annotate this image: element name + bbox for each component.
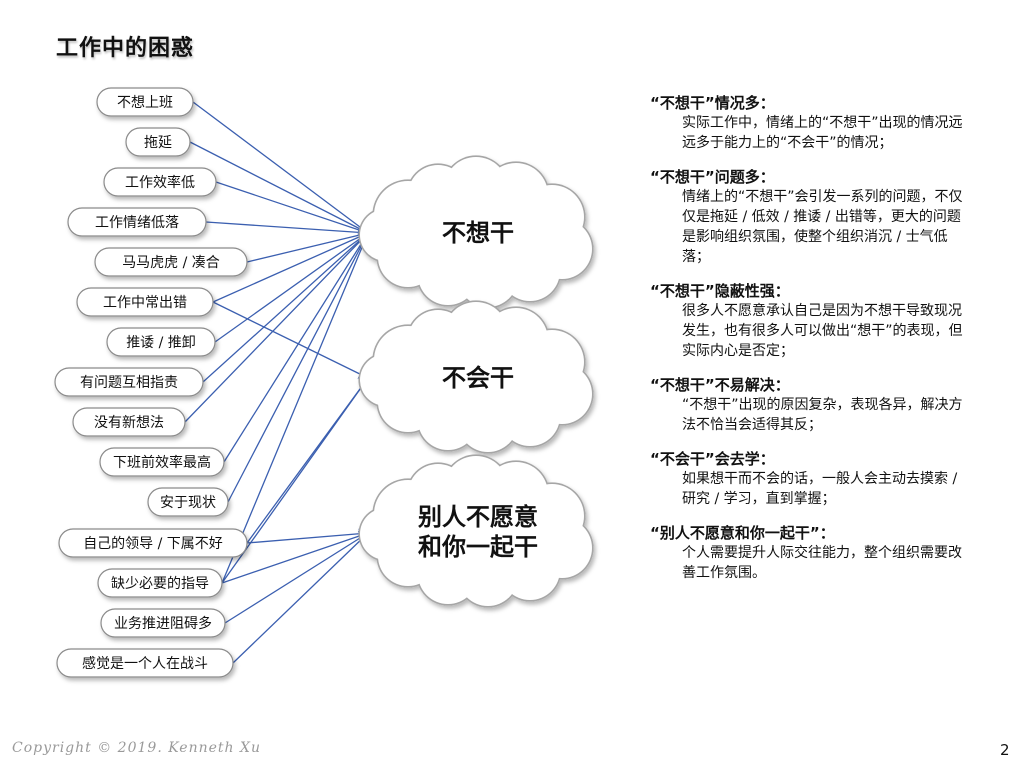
note-item: “不会干”会去学： 如果想干而不会的话，一般人会主动去摸索 / 研究 / 学习，…	[650, 449, 980, 509]
symptom-pill: 推诿 / 推卸	[106, 327, 216, 357]
symptom-label: 工作情绪低落	[95, 215, 179, 231]
note-heading: “不想干”不易解决：	[650, 376, 790, 394]
cause-cloud: 不会干	[358, 300, 594, 454]
link-arrow	[215, 181, 370, 236]
symptom-pill: 工作情绪低落	[67, 207, 207, 237]
note-heading: “不会干”会去学：	[650, 450, 775, 468]
link-arrow	[246, 230, 370, 263]
symptom-pill: 感觉是一个人在战斗	[56, 648, 234, 678]
symptom-pill: 缺少必要的指导	[97, 568, 223, 598]
symptom-label: 工作效率低	[125, 174, 195, 191]
cause-label: 别人不愿意	[417, 503, 538, 531]
symptom-label: 业务推进阻碍多	[114, 615, 212, 632]
symptom-pill: 安于现状	[147, 487, 229, 517]
link-arrow	[202, 232, 369, 383]
link-arrow	[214, 232, 370, 343]
symptom-pill: 不想上班	[96, 87, 194, 117]
copyright-text: Copyright © 2019. Kenneth Xu	[12, 740, 261, 756]
link-arrow	[232, 532, 369, 664]
cause-cloud: 别人不愿意和你一起干	[358, 454, 594, 608]
note-heading: “不想干”情况多：	[650, 94, 775, 112]
note-item: “不想干”问题多： 情绪上的“不想干”会引发一系列的问题，不仅仅是拖延 / 低效…	[650, 167, 980, 267]
symptom-label: 下班前效率最高	[113, 454, 211, 471]
link-arrow	[212, 231, 370, 303]
symptom-pill: 拖延	[125, 127, 191, 157]
notes-panel: “不想干”情况多： 实际工作中，情绪上的“不想干”出现的情况远远多于能力上的“不…	[650, 93, 980, 597]
link-arrow	[223, 231, 369, 463]
symptom-pill: 工作中常出错	[76, 287, 214, 317]
note-heading: “别人不愿意和你一起干”：	[650, 524, 835, 542]
note-heading: “不想干”问题多：	[650, 168, 775, 186]
symptom-label: 推诿 / 推卸	[126, 335, 196, 351]
symptom-label: 不想上班	[117, 95, 173, 111]
symptom-label: 马马虎虎 / 凑合	[122, 254, 220, 271]
symptom-label: 安于现状	[160, 495, 216, 511]
symptom-label: 自己的领导 / 下属不好	[83, 536, 223, 552]
note-item: “不想干”情况多： 实际工作中，情绪上的“不想干”出现的情况远远多于能力上的“不…	[650, 93, 980, 153]
note-item: “不想干”隐蔽性强： 很多人不愿意承认自己是因为不想干导致现况发生，也有很多人可…	[650, 281, 980, 361]
note-body: “不想干”出现的原因复杂，表现各异，解决方法不恰当会适得其反；	[682, 397, 963, 433]
symptom-label: 感觉是一个人在战斗	[82, 655, 208, 672]
note-heading: “不想干”隐蔽性强：	[650, 282, 790, 300]
note-body: 很多人不愿意承认自己是因为不想干导致现况发生，也有很多人可以做出“想干”的表现，…	[682, 303, 963, 359]
symptom-pill: 自己的领导 / 下属不好	[58, 528, 248, 558]
note-body: 如果想干而不会的话，一般人会主动去摸索 / 研究 / 学习，直到掌握；	[682, 471, 958, 507]
cause-cloud: 不想干	[358, 155, 594, 309]
link-arrow	[221, 231, 370, 584]
symptom-pill: 业务推进阻碍多	[100, 608, 226, 638]
link-arrow	[192, 101, 370, 234]
link-arrow	[227, 231, 369, 503]
note-body: 个人需要提升人际交往能力，整个组织需要改善工作氛围。	[682, 545, 962, 581]
link-arrow	[205, 221, 370, 238]
page-number: 2	[1000, 741, 1010, 759]
link-arrow	[221, 531, 370, 584]
note-item: “别人不愿意和你一起干”： 个人需要提升人际交往能力，整个组织需要改善工作氛围。	[650, 523, 980, 583]
symptom-pill: 马马虎虎 / 凑合	[94, 247, 248, 277]
link-arrow	[246, 528, 370, 544]
symptom-label: 拖延	[144, 135, 172, 151]
link-arrow	[224, 532, 370, 624]
symptom-label: 缺少必要的指导	[111, 576, 209, 592]
symptom-label: 工作中常出错	[103, 295, 187, 311]
symptom-label: 有问题互相指责	[80, 375, 178, 391]
note-item: “不想干”不易解决： “不想干”出现的原因复杂，表现各异，解决方法不恰当会适得其…	[650, 375, 980, 435]
link-arrow	[184, 232, 369, 423]
note-body: 情绪上的“不想干”会引发一系列的问题，不仅仅是拖延 / 低效 / 推诿 / 出错…	[682, 189, 963, 265]
symptom-label: 没有新想法	[94, 415, 164, 431]
cause-label: 和你一起干	[418, 533, 538, 561]
cause-label: 不想干	[442, 219, 514, 247]
note-body: 实际工作中，情绪上的“不想干”出现的情况远远多于能力上的“不会干”的情况；	[682, 115, 963, 151]
page-title: 工作中的困惑	[56, 36, 195, 61]
symptom-pill: 下班前效率最高	[99, 447, 225, 477]
symptom-pill: 工作效率低	[103, 167, 217, 197]
link-arrow	[212, 301, 370, 379]
symptom-pill: 有问题互相指责	[54, 367, 204, 397]
symptom-pill: 没有新想法	[72, 407, 186, 437]
cause-label: 不会干	[442, 364, 514, 392]
link-arrow	[189, 141, 370, 234]
